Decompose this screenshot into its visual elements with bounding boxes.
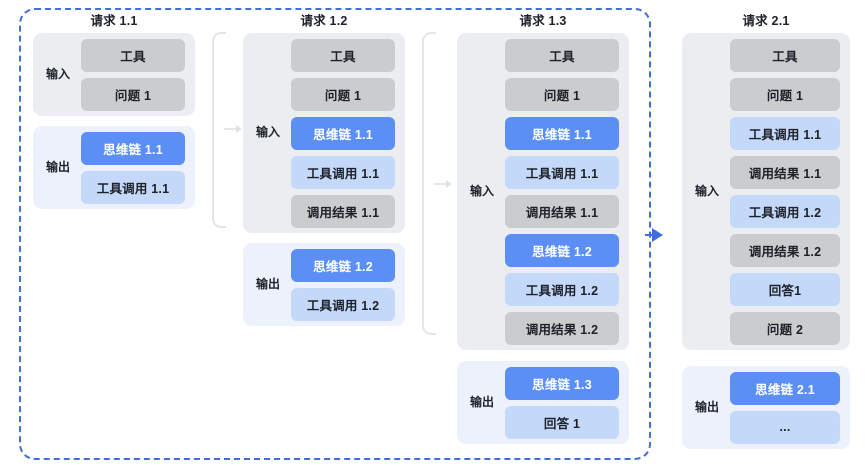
chip-question-1[interactable]: 问题 1 [81,77,185,111]
input-label: 输入 [45,66,70,81]
output-label: 输出 [694,399,719,414]
input-label: 输入 [469,183,494,198]
chip-cot-1-1[interactable]: 思维链 1.1 [81,131,185,165]
chip-cot-1-2[interactable]: 思维链 1.2 [505,233,619,267]
chip-tool-call-1-2[interactable]: 工具调用 1.2 [291,287,395,321]
input-label: 输入 [255,125,280,140]
column-request-1-1: 请求 1.1 输入 工具 问题 1 输出 思维链 1.1 工具调用 1.1 [33,0,195,469]
output-group-request-1-3: 输出 思维链 1.3 回答 1 [457,361,629,444]
chip-question-1[interactable]: 问题 1 [505,77,619,111]
chip-tools[interactable]: 工具 [81,38,185,72]
column-request-2-1: 请求 2.1 输入 工具 问题 1 工具调用 1.1 调用结果 1.1 工具调用… [682,0,850,469]
column-request-1-3: 请求 1.3 输入 工具 问题 1 思维链 1.1 工具调用 1.1 调用结果 … [457,0,629,469]
connector-request-1-2-to-1-3 [422,32,452,335]
chip-cot-1-1[interactable]: 思维链 1.1 [291,116,395,150]
chip-tool-call-1-1[interactable]: 工具调用 1.1 [291,155,395,189]
input-group-request-1-2: 输入 工具 问题 1 思维链 1.1 工具调用 1.1 调用结果 1.1 [243,33,405,233]
output-chip-stack: 思维链 2.1 ... [730,371,840,444]
input-chip-stack: 工具 问题 1 思维链 1.1 工具调用 1.1 调用结果 1.1 思维链 1.… [505,38,619,345]
input-group-request-1-1: 输入 工具 问题 1 [33,33,195,116]
chip-cot-1-2[interactable]: 思维链 1.2 [291,248,395,282]
blue-arrow-head [652,228,663,242]
output-chip-stack: 思维链 1.1 工具调用 1.1 [81,131,185,204]
output-label: 输出 [45,159,70,174]
output-chip-stack: 思维链 1.3 回答 1 [505,366,619,439]
input-label: 输入 [694,183,719,198]
bracket-stub [434,183,448,185]
column-title-request-2-1: 请求 2.1 [742,14,790,28]
bracket-arrow-tip [446,180,452,188]
output-group-request-2-1: 输出 思维链 2.1 ... [682,366,850,449]
chip-tools[interactable]: 工具 [291,38,395,72]
input-group-request-1-3: 输入 工具 问题 1 思维链 1.1 工具调用 1.1 调用结果 1.1 思维链… [457,33,629,350]
chip-answer-1[interactable]: 回答1 [730,272,840,306]
bracket-arrow-tip [236,125,242,133]
chip-call-result-1-1[interactable]: 调用结果 1.1 [505,194,619,228]
chip-call-result-1-1[interactable]: 调用结果 1.1 [730,155,840,189]
chip-question-1[interactable]: 问题 1 [291,77,395,111]
bracket-stub [224,128,238,130]
input-chip-stack: 工具 问题 1 [81,38,185,111]
column-request-1-2: 请求 1.2 输入 工具 问题 1 思维链 1.1 工具调用 1.1 调用结果 … [243,0,405,469]
output-group-request-1-1: 输出 思维链 1.1 工具调用 1.1 [33,126,195,209]
chip-tools[interactable]: 工具 [730,38,840,72]
column-title-request-1-3: 请求 1.3 [519,14,567,28]
column-title-request-1-1: 请求 1.1 [90,14,138,28]
blue-arrow-tail [645,233,653,236]
chip-answer-1[interactable]: 回答 1 [505,405,619,439]
chip-cot-1-3[interactable]: 思维链 1.3 [505,366,619,400]
bracket-spine [422,32,436,335]
bracket-spine [212,32,226,228]
output-label: 输出 [255,276,280,291]
chip-cot-1-1[interactable]: 思维链 1.1 [505,116,619,150]
chip-ellipsis[interactable]: ... [730,410,840,444]
output-chip-stack: 思维链 1.2 工具调用 1.2 [291,248,395,321]
chip-tool-call-1-1[interactable]: 工具调用 1.1 [730,116,840,150]
chip-call-result-1-1[interactable]: 调用结果 1.1 [291,194,395,228]
connector-session-1-to-session-2 [645,227,673,243]
chip-question-1[interactable]: 问题 1 [730,77,840,111]
chip-tool-call-1-2[interactable]: 工具调用 1.2 [730,194,840,228]
chip-question-2[interactable]: 问题 2 [730,311,840,345]
chip-call-result-1-2[interactable]: 调用结果 1.2 [730,233,840,267]
chip-call-result-1-2[interactable]: 调用结果 1.2 [505,311,619,345]
chip-tools[interactable]: 工具 [505,38,619,72]
input-chip-stack: 工具 问题 1 工具调用 1.1 调用结果 1.1 工具调用 1.2 调用结果 … [730,38,840,345]
output-group-request-1-2: 输出 思维链 1.2 工具调用 1.2 [243,243,405,326]
chip-tool-call-1-2[interactable]: 工具调用 1.2 [505,272,619,306]
column-title-request-1-2: 请求 1.2 [300,14,348,28]
input-group-request-2-1: 输入 工具 问题 1 工具调用 1.1 调用结果 1.1 工具调用 1.2 调用… [682,33,850,350]
connector-request-1-1-to-1-2 [212,32,242,228]
chip-cot-2-1[interactable]: 思维链 2.1 [730,371,840,405]
output-label: 输出 [469,394,494,409]
chip-tool-call-1-1[interactable]: 工具调用 1.1 [81,170,185,204]
input-chip-stack: 工具 问题 1 思维链 1.1 工具调用 1.1 调用结果 1.1 [291,38,395,228]
chip-tool-call-1-1[interactable]: 工具调用 1.1 [505,155,619,189]
